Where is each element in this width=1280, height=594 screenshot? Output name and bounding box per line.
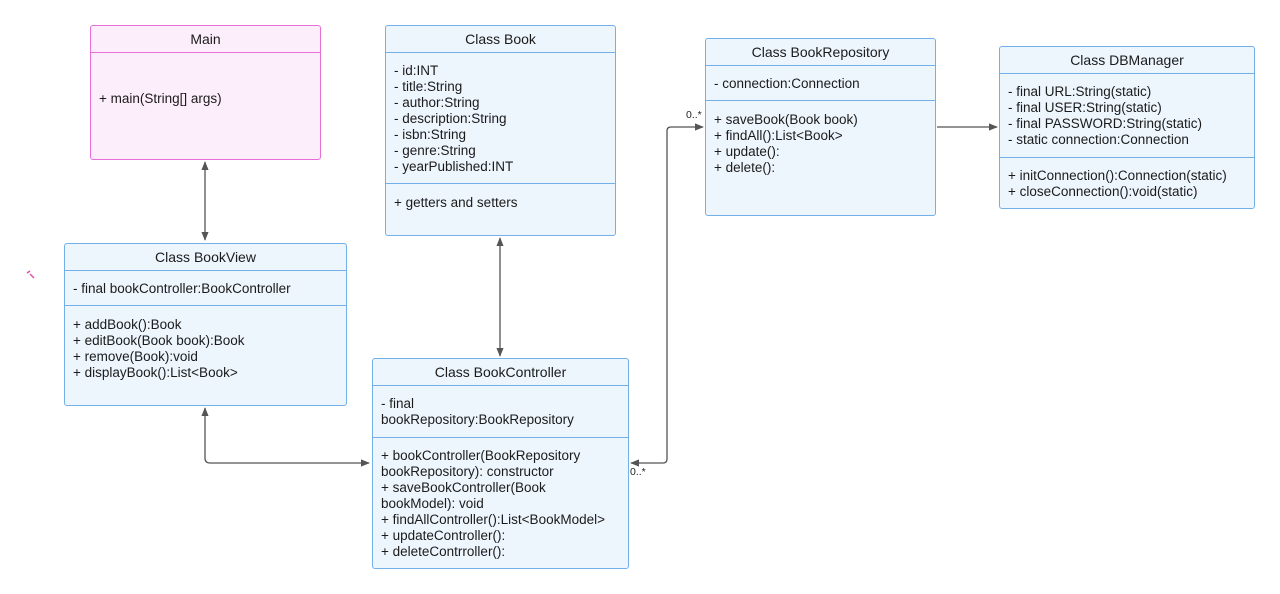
class-main-title: Main [190,31,221,47]
class-book-view-title: Class BookView [155,249,256,265]
attribute-row: - final bookController:BookController [73,281,291,296]
class-book-controller[interactable]: Class BookController - final bookReposit… [372,358,629,569]
method-row: + initConnection():Connection(static) [1008,168,1227,183]
method-row: + bookController(BookRepository bookRepo… [381,448,581,479]
class-book-divider [386,52,615,53]
attribute-row: - final PASSWORD:String(static) [1008,116,1203,131]
attribute-row: - final bookRepository:BookRepository [381,396,574,427]
class-db-manager-divider [1000,73,1254,74]
connector-bookcontroller-bookrepository [630,123,704,467]
class-db-manager-title: Class DBManager [1070,52,1184,68]
class-db-manager-divider [1000,157,1254,158]
stray-mark-icon [26,270,35,279]
attribute-row: - final URL:String(static) [1008,84,1152,99]
class-book-controller-attributes: - final bookRepository:BookRepository [373,396,574,428]
connector-bookview-bookcontroller [201,407,370,467]
class-main-attributes [91,53,320,83]
method-row: + update(): [714,144,780,159]
method-row: + getters and setters [394,195,518,210]
method-row: + deleteContrroller(): [381,544,506,559]
class-main-divider [91,52,320,53]
method-row: + remove(Book):void [73,349,198,364]
class-book-repository-title: Class BookRepository [751,44,890,60]
class-db-manager-methods: + initConnection():Connection(static) + … [1000,168,1254,200]
class-book-controller-title: Class BookController [434,364,567,380]
method-row: + findAll():List<Book> [714,128,843,143]
attribute-row: - description:String [394,111,507,126]
class-main-divider [91,83,320,84]
class-book-repository-divider [706,100,935,101]
class-book-methods: + getters and setters [386,195,615,211]
class-main-methods: + main(String[] args) [91,91,320,107]
class-book-view-methods: + addBook():Book + editBook(Book book):B… [65,317,346,381]
class-db-manager-attributes: - final URL:String(static) - final USER:… [1000,84,1254,148]
method-row: + findAllController():List<BookModel> [381,512,605,527]
attribute-row: - static connection:Connection [1008,132,1189,147]
class-book-controller-divider [373,385,628,386]
class-book-view-attributes: - final bookController:BookController [65,281,346,297]
class-book-controller-methods: + bookController(BookRepository bookRepo… [373,448,628,560]
multiplicity-label-controller: 0..* [630,466,646,478]
method-row: + addBook():Book [73,317,182,332]
class-main[interactable]: Main + main(String[] args) [90,25,321,160]
class-book-repository-divider [706,65,935,66]
class-book-attributes: - id:INT - title:String - author:String … [386,63,615,175]
class-book-view-divider [65,305,346,306]
multiplicity-label-repository: 0..* [686,109,702,121]
class-book-view[interactable]: Class BookView - final bookController:Bo… [64,243,347,406]
class-book-repository-methods: + saveBook(Book book) + findAll():List<B… [706,112,935,176]
attribute-row: - final USER:String(static) [1008,100,1162,115]
attribute-row: - id:INT [394,63,439,78]
method-row: + displayBook():List<Book> [73,365,238,380]
class-book-title: Class Book [465,31,536,47]
method-row: + saveBook(Book book) [714,112,858,127]
attribute-row: - isbn:String [394,127,467,142]
attribute-row: - genre:String [394,143,476,158]
class-book-controller-divider [373,437,628,438]
class-db-manager[interactable]: Class DBManager - final URL:String(stati… [999,46,1255,209]
method-row: + main(String[] args) [99,91,222,106]
class-book[interactable]: Class Book - id:INT - title:String - aut… [385,25,616,236]
method-row: + saveBookController(Book bookModel): vo… [381,480,546,511]
class-book-repository-attributes: - connection:Connection [706,76,935,92]
attribute-row: - connection:Connection [714,76,860,91]
method-row: + editBook(Book book):Book [73,333,245,348]
attribute-row: - author:String [394,95,480,110]
attribute-row: - title:String [394,79,463,94]
class-book-divider [386,183,615,184]
class-book-repository[interactable]: Class BookRepository - connection:Connec… [705,38,936,216]
class-book-view-divider [65,270,346,271]
method-row: + closeConnection():void(static) [1008,184,1198,199]
method-row: + delete(): [714,160,776,175]
method-row: + updateController(): [381,528,506,543]
attribute-row: - yearPublished:INT [394,159,514,174]
